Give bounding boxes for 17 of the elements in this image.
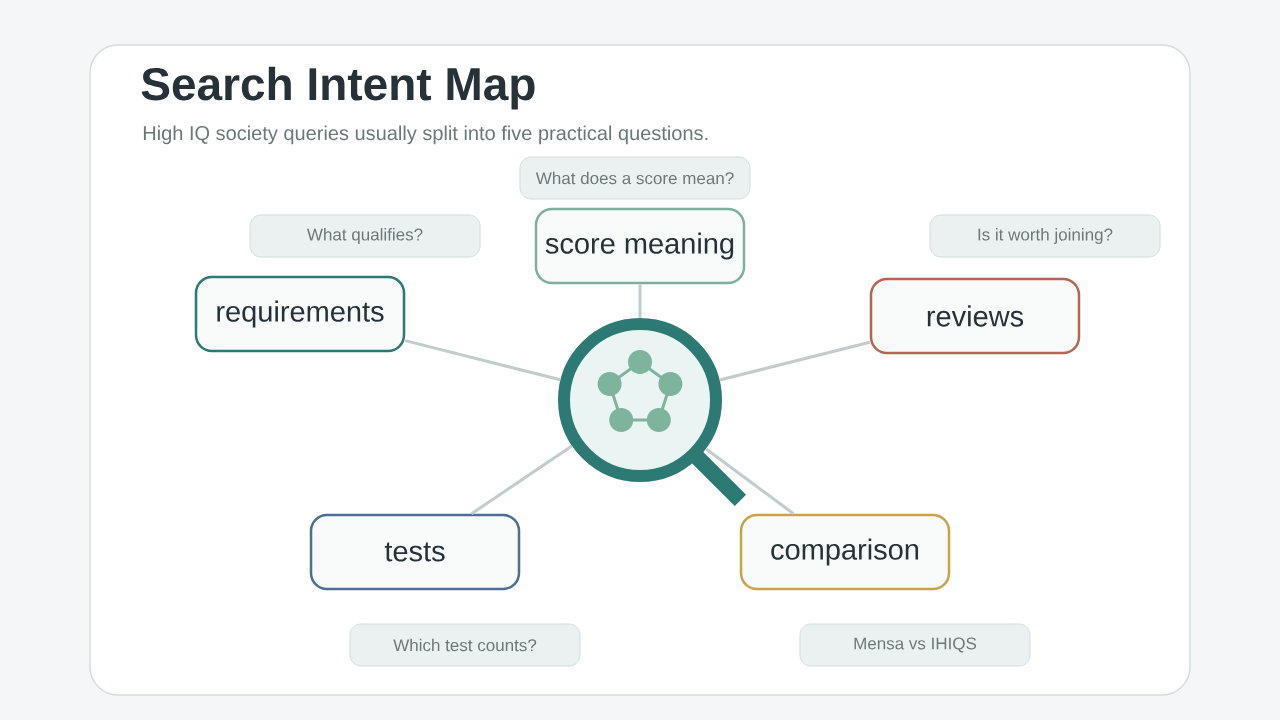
title: Search Intent Map xyxy=(141,66,535,110)
connector-line xyxy=(470,444,573,515)
topic-box: comparison xyxy=(739,513,951,591)
connector-line xyxy=(705,447,795,515)
question-tag: What does a score mean? xyxy=(519,156,751,200)
question-tag: Which test counts? xyxy=(349,623,581,667)
question-tag: Is it worth joining? xyxy=(929,214,1161,258)
connector-line xyxy=(719,340,871,382)
question-tag: Mensa vs IHIQS xyxy=(799,623,1031,667)
connector-line xyxy=(404,339,561,382)
magnifier-icon xyxy=(558,318,747,507)
topic-box: reviews xyxy=(869,277,1081,355)
topic-box: score meaning xyxy=(534,207,746,285)
question-tag: What qualifies? xyxy=(249,214,481,258)
topic-box: tests xyxy=(309,513,521,591)
connector-line xyxy=(638,284,642,318)
topic-box: requirements xyxy=(194,275,406,353)
